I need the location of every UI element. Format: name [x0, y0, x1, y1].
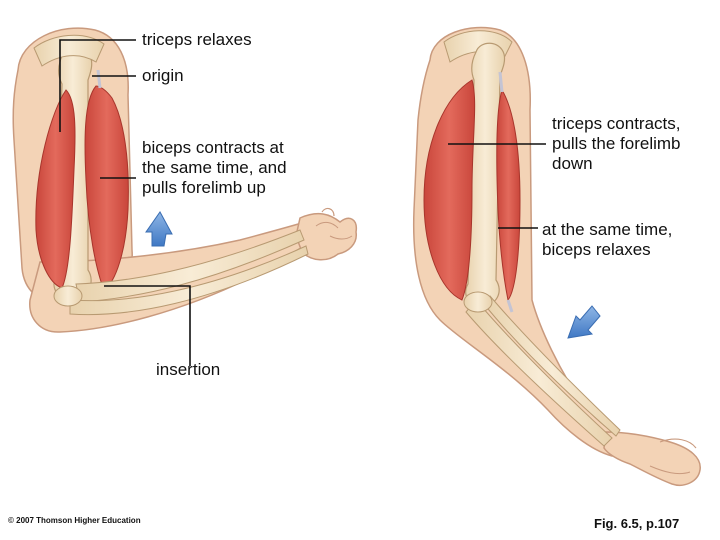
right-biceps-muscle [496, 88, 521, 302]
left-arm-flexed [12, 27, 358, 333]
right-triceps-muscle [423, 79, 476, 301]
left-ulna [69, 245, 309, 316]
label-insertion: insertion [156, 360, 221, 379]
label-triceps-contracts-line2: pulls the forelimb [552, 134, 681, 153]
leader-insertion [104, 285, 191, 366]
leader-lines [59, 39, 546, 366]
left-biceps-muscle [84, 85, 129, 291]
figure-reference: Fig. 6.5, p.107 [594, 516, 680, 531]
down-arrow-icon [567, 305, 601, 339]
left-hand [295, 212, 358, 261]
right-radius [465, 299, 613, 447]
label-triceps-contracts-line1: triceps contracts, [552, 114, 681, 133]
right-hand [603, 431, 701, 486]
left-radius [75, 229, 305, 303]
copyright-notice: © 2007 Thomson Higher Education [8, 516, 141, 525]
right-humerus [465, 42, 506, 307]
label-triceps-relaxes: triceps relaxes [142, 30, 252, 49]
label-origin: origin [142, 66, 184, 85]
right-ulna [483, 295, 621, 437]
leader-triceps-relaxes [59, 39, 136, 132]
right-arm-extended [412, 26, 701, 486]
label-biceps-contracts-line3: pulls forelimb up [142, 178, 266, 197]
label-biceps-relaxes-line2: biceps relaxes [542, 240, 651, 259]
label-biceps-contracts-line2: the same time, and [142, 158, 287, 177]
label-triceps-contracts-line3: down [552, 154, 593, 173]
up-arrow-icon [145, 211, 173, 247]
label-biceps-contracts-line1: biceps contracts at [142, 138, 284, 157]
label-biceps-relaxes-line1: at the same time, [542, 220, 673, 239]
